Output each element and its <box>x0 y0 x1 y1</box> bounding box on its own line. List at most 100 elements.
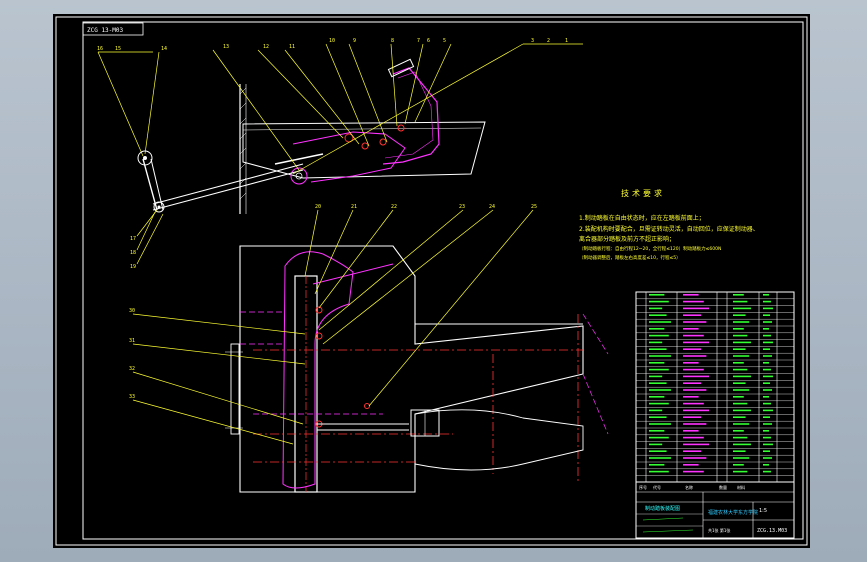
parts-list-entry <box>683 314 702 316</box>
parts-list-entry <box>763 307 773 310</box>
parts-list-entry <box>649 457 671 459</box>
parts-list-entry <box>649 348 667 350</box>
parts-list-entry <box>733 416 746 418</box>
parts-list-entry <box>763 423 772 425</box>
parts-list-entry <box>649 321 671 323</box>
tech-req-title: 技术要求 <box>621 188 665 198</box>
parts-list-entry <box>683 423 707 425</box>
svg-text:16: 16 <box>97 46 103 52</box>
parts-list-entry <box>683 416 702 418</box>
svg-text:2: 2 <box>547 38 550 44</box>
parts-list-entry <box>763 382 770 384</box>
parts-list-entry <box>733 341 751 344</box>
parts-list-entry <box>683 300 704 303</box>
parts-list-entry <box>649 430 665 432</box>
parts-list-entry <box>733 348 746 350</box>
parts-list-entry <box>763 402 771 405</box>
parts-list-entry <box>763 470 771 473</box>
parts-list-entry <box>733 375 751 378</box>
cad-drawing-canvas[interactable]: ZCG 13-M03 <box>53 14 810 548</box>
parts-list-entry <box>763 328 769 330</box>
svg-text:22: 22 <box>391 204 397 210</box>
technical-requirements: 技术要求 1.制动踏板在自由状态时，应在左踏板前面上； 2.装配机构时要配合，旦… <box>579 188 759 261</box>
svg-text:11: 11 <box>289 44 295 50</box>
parts-list-entry <box>683 464 699 466</box>
parts-list-entry <box>649 341 663 344</box>
parts-list-entry <box>683 450 702 452</box>
svg-text:1: 1 <box>565 38 568 44</box>
svg-text:30: 30 <box>129 308 135 314</box>
parts-list-entry <box>763 389 772 391</box>
title-label-material: 材料 <box>737 484 745 490</box>
svg-text:14: 14 <box>161 46 167 52</box>
parts-list-entry <box>763 300 771 303</box>
svg-text:6: 6 <box>427 38 430 44</box>
parts-list-entry <box>733 300 748 303</box>
parts-list-entry <box>649 334 669 337</box>
tech-req-line-4: （制动踏板行程：自由行程12~20，全行程≤120）制动踏板力≤600N <box>579 245 721 252</box>
svg-text:18: 18 <box>130 250 136 256</box>
parts-list-entry <box>683 470 704 473</box>
parts-list-entry <box>763 464 769 466</box>
svg-text:13: 13 <box>223 44 229 50</box>
svg-text:23: 23 <box>459 204 465 210</box>
parts-list-entry <box>763 457 772 459</box>
parts-list-entry <box>763 341 773 344</box>
parts-list-entry <box>763 355 772 357</box>
parts-list-entry <box>649 443 663 446</box>
svg-text:3: 3 <box>531 38 534 44</box>
svg-text:10: 10 <box>329 38 335 44</box>
parts-list-entry <box>649 368 669 371</box>
parts-list-entry <box>733 396 744 398</box>
parts-list-entry <box>649 300 669 303</box>
parts-list-entry <box>683 430 699 432</box>
parts-list-entry <box>649 328 665 330</box>
parts-list-entry <box>733 382 746 384</box>
title-company: 福建农林大学东方学院 <box>708 509 758 516</box>
parts-list-entry <box>763 436 771 439</box>
parts-list-entry <box>733 402 748 405</box>
svg-text:21: 21 <box>351 204 357 210</box>
parts-list-entry <box>649 409 663 412</box>
parts-list-entry <box>683 368 704 371</box>
parts-list-entry <box>733 334 748 337</box>
parts-list-entry <box>649 436 669 439</box>
title-sheet: 共1张 第1张 <box>708 527 730 533</box>
parts-list-entry <box>733 307 751 310</box>
parts-list-entry <box>733 450 746 452</box>
parts-list-entry <box>683 436 704 439</box>
parts-list-entry <box>649 307 663 310</box>
parts-list-table[interactable] <box>635 291 795 483</box>
parts-list-entry <box>763 409 773 412</box>
parts-list-entry <box>683 355 707 357</box>
title-block[interactable]: 序号 代号 名称 数量 材料 福建农林大学东方学院 制动踏板装配图 1:5 共1… <box>635 481 795 539</box>
parts-list-entry <box>649 396 665 398</box>
parts-list-entry <box>733 430 744 432</box>
parts-list-entry <box>763 348 770 350</box>
svg-text:7: 7 <box>417 38 420 44</box>
parts-list-entry <box>683 341 709 344</box>
svg-text:24: 24 <box>489 204 495 210</box>
parts-list-entry <box>733 314 746 316</box>
parts-list-entry <box>733 443 751 446</box>
svg-text:32: 32 <box>129 366 135 372</box>
parts-list-entry <box>733 362 744 364</box>
parts-list-entry <box>763 294 769 296</box>
title-label-qty: 数量 <box>719 484 727 490</box>
parts-list-entry <box>649 470 669 473</box>
drawing-number-top: ZCG 13-M03 <box>87 27 124 34</box>
parts-list-entry <box>733 457 750 459</box>
parts-list-entry <box>683 375 709 378</box>
drawing-number-bottom: ZCG.13.M03 <box>757 528 787 534</box>
parts-list-entry <box>763 362 769 364</box>
svg-text:15: 15 <box>115 46 121 52</box>
parts-list-entry <box>683 362 699 364</box>
parts-list-entry <box>733 409 751 412</box>
parts-list-entry <box>683 396 699 398</box>
svg-text:12: 12 <box>263 44 269 50</box>
parts-list-entry <box>733 321 750 323</box>
parts-list-entry <box>683 307 709 310</box>
cad-viewport[interactable]: ZCG 13-M03 <box>53 14 810 548</box>
